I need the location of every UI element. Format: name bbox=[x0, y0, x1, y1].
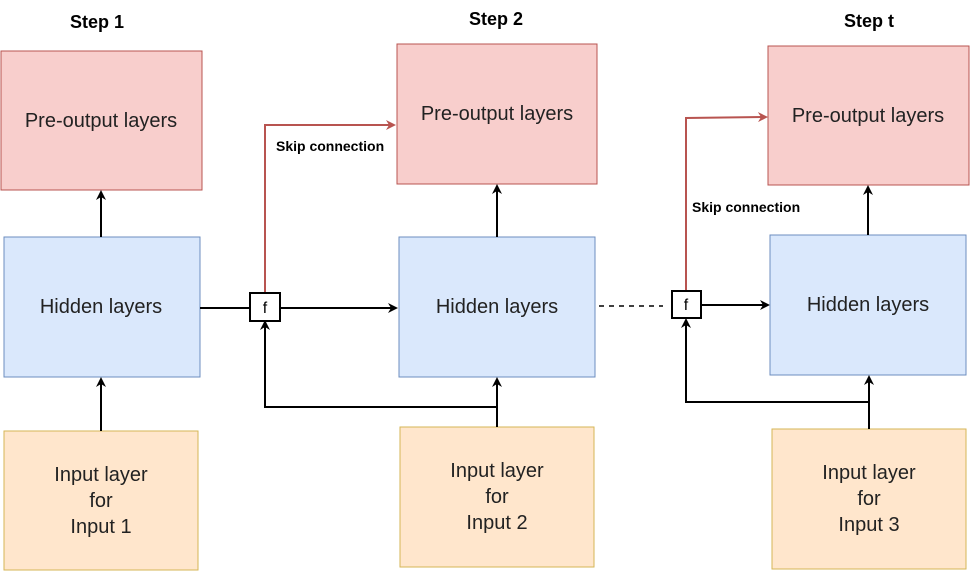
pre-output-label-step-1: Pre-output layers bbox=[25, 110, 177, 132]
hidden-label-step-2: Hidden layers bbox=[436, 296, 558, 318]
input-label-line2-step-1: for bbox=[89, 490, 113, 512]
skip-connection-label-2: Skip connection bbox=[692, 199, 800, 215]
input-label-line3-step-2: Input 2 bbox=[466, 512, 527, 534]
hidden-box-step-1 bbox=[3, 236, 201, 378]
skip-connection-edge-1 bbox=[264, 120, 396, 293]
fusion-label-1: f bbox=[263, 300, 268, 317]
step-t-column: Pre-output layers Hidden layers Input la… bbox=[767, 45, 970, 570]
pre-output-label-step-2: Pre-output layers bbox=[421, 103, 573, 125]
fusion-label-2: f bbox=[684, 297, 689, 314]
skip-connection-label-1: Skip connection bbox=[276, 138, 384, 154]
fusion-node-2 bbox=[671, 290, 702, 319]
hidden-label-step-1: Hidden layers bbox=[40, 296, 162, 318]
skip-connection-edge-2 bbox=[685, 112, 768, 290]
step-2-title: Step 2 bbox=[469, 9, 523, 29]
fusion-group-2: Skip connection f bbox=[671, 112, 870, 429]
fusion-node-1 bbox=[249, 292, 281, 322]
input-label-line1-step-1: Input layer bbox=[54, 464, 148, 486]
input-label-line1-step-t: Input layer bbox=[822, 462, 916, 484]
input-label-line2-step-t: for bbox=[857, 488, 881, 510]
hidden-box-step-2 bbox=[398, 236, 596, 378]
pre-output-label-step-t: Pre-output layers bbox=[792, 105, 944, 127]
step-1-title: Step 1 bbox=[70, 12, 124, 32]
input-label-line3-step-1: Input 1 bbox=[70, 516, 131, 538]
input-label-line1-step-2: Input layer bbox=[450, 460, 544, 482]
step-1-column: Pre-output layers Hidden layers Input la… bbox=[0, 50, 203, 571]
hidden-label-step-t: Hidden layers bbox=[807, 294, 929, 316]
input-label-line2-step-2: for bbox=[485, 486, 509, 508]
hidden-box-step-t bbox=[769, 234, 967, 376]
input-label-line3-step-t: Input 3 bbox=[838, 514, 899, 536]
step-t-title: Step t bbox=[844, 11, 894, 31]
pre-output-box-step-1 bbox=[0, 50, 203, 191]
input-box-step-t bbox=[771, 428, 967, 570]
pre-output-box-step-2 bbox=[396, 43, 598, 185]
step-2-column: Pre-output layers Hidden layers Input la… bbox=[396, 43, 598, 568]
fusion-group-1: Skip connection f bbox=[200, 120, 498, 427]
pre-output-box-step-t bbox=[767, 45, 970, 186]
